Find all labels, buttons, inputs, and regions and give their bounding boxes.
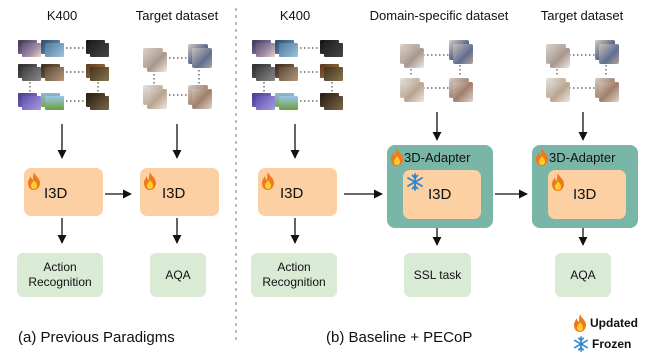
header-k400-right: K400 [279,8,311,23]
i3d-label: I3D [162,185,186,202]
header-domain-specific: Domain-specific dataset [369,8,509,23]
adapter-label: 3D-Adapter [404,150,471,165]
i3d-pretrain-box-right: I3D [258,168,337,216]
fire-icon [144,172,156,190]
task-label: SSL task [413,267,462,282]
caption-baseline-pecop: (b) Baseline + PECoP [326,329,473,346]
fire-icon [262,172,274,190]
header-k400-left: K400 [46,8,78,23]
fire-icon [574,314,586,332]
task-action-recognition-left: Action Recognition [17,253,103,297]
task-label: AQA [165,267,191,282]
snowflake-icon [573,336,589,352]
i3d-frozen-box-target: I3D [548,170,626,219]
fire-icon [552,173,564,191]
caption-previous-paradigms: (a) Previous Paradigms [18,329,175,346]
task-aqa-left: AQA [150,253,206,297]
legend-frozen: Frozen [573,336,631,352]
fire-icon [28,172,40,190]
i3d-label: I3D [280,185,304,202]
adapter-label: 3D-Adapter [549,150,616,165]
task-aqa-right: AQA [555,253,611,297]
i3d-pretrain-box-left: I3D [24,168,103,216]
legend-updated-label: Updated [590,316,638,330]
task-label-line1: Action [277,260,311,274]
i3d-finetune-box-left: I3D [140,168,219,216]
task-ssl: SSL task [404,253,471,297]
adapter-block-target: 3D-Adapter I3D [532,145,638,228]
i3d-label: I3D [573,186,597,203]
i3d-frozen-box-domain: I3D [403,170,481,219]
header-target-right: Target dataset [540,8,624,23]
fire-icon [391,148,403,166]
legend-updated: Updated [573,314,638,332]
task-label-line1: Action [43,260,77,274]
adapter-block-domain: 3D-Adapter I3D [387,145,493,228]
legend-frozen-label: Frozen [592,337,632,351]
i3d-label: I3D [428,186,452,203]
header-target-left: Target dataset [135,8,219,23]
task-action-recognition-right: Action Recognition [251,253,337,297]
task-label-line2: Recognition [28,275,92,289]
snowflake-icon [407,173,423,191]
task-label-line2: Recognition [262,275,326,289]
fire-icon [536,148,548,166]
task-label: AQA [570,267,596,282]
i3d-label: I3D [44,185,68,202]
